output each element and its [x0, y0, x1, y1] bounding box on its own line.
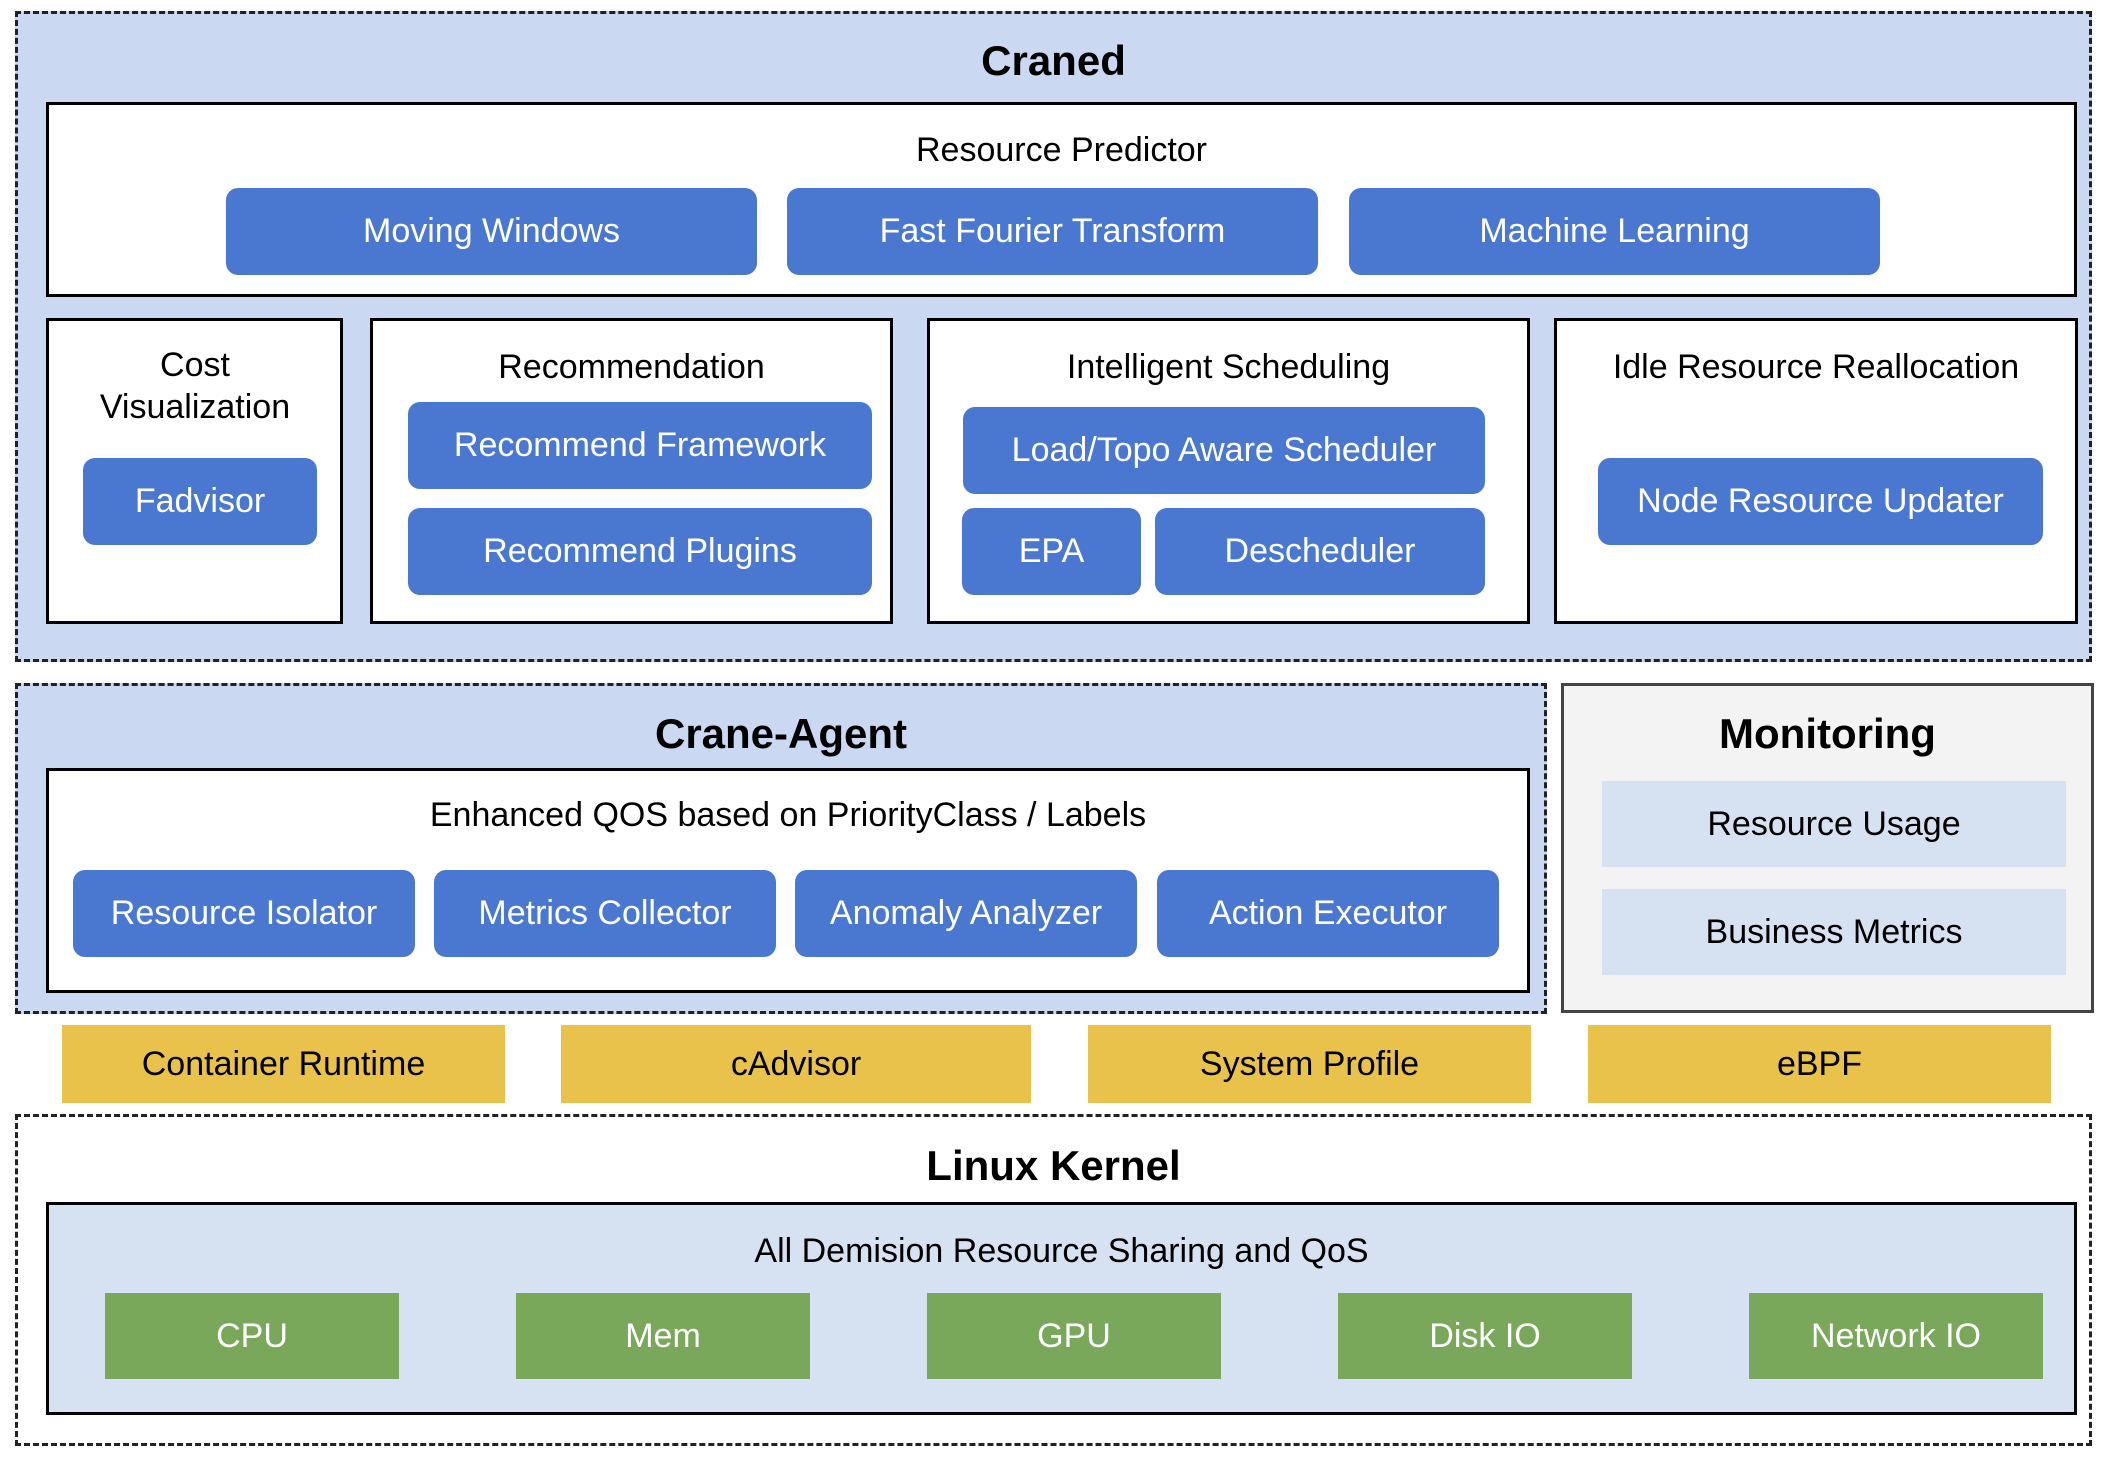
fadvisor-box: Fadvisor	[83, 458, 317, 545]
linux-kernel-title: Linux Kernel	[926, 1142, 1181, 1189]
resource-isolator-box: Resource Isolator	[73, 870, 415, 957]
container-runtime-box: Container Runtime	[62, 1025, 505, 1103]
resource-predictor-title: Resource Predictor	[915, 130, 1207, 169]
descheduler-box: Descheduler	[1155, 508, 1485, 595]
ebpf-box: eBPF	[1588, 1025, 2051, 1103]
business-metrics-box: Business Metrics	[1602, 889, 2066, 975]
system-profile-box: System Profile	[1088, 1025, 1531, 1103]
moving-windows-box: Moving Windows	[226, 188, 757, 275]
anomaly-analyzer-box: Anomaly Analyzer	[795, 870, 1137, 957]
intelligent-scheduling-title: Intelligent Scheduling	[1066, 347, 1391, 386]
crane-agent-title: Crane-Agent	[654, 710, 908, 757]
recommend-plugins-box: Recommend Plugins	[408, 508, 872, 595]
network-io-box: Network IO	[1749, 1293, 2043, 1379]
cadvisor-box: cAdvisor	[561, 1025, 1031, 1103]
gpu-box: GPU	[927, 1293, 1221, 1379]
resource-usage-box: Resource Usage	[1602, 781, 2066, 867]
metrics-collector-box: Metrics Collector	[434, 870, 776, 957]
craned-title: Craned	[981, 37, 1126, 84]
machine-learning-box: Machine Learning	[1349, 188, 1880, 275]
monitoring-title: Monitoring	[1719, 710, 1936, 757]
cost-visualization-title: Cost Visualization	[99, 345, 291, 427]
fast-fourier-transform-box: Fast Fourier Transform	[787, 188, 1318, 275]
enhanced-qos-title: Enhanced QOS based on PriorityClass / La…	[429, 795, 1147, 834]
recommendation-title: Recommendation	[498, 347, 765, 386]
load-topo-aware-scheduler-box: Load/Topo Aware Scheduler	[963, 407, 1485, 494]
node-resource-updater-box: Node Resource Updater	[1598, 458, 2043, 545]
action-executor-box: Action Executor	[1157, 870, 1499, 957]
disk-io-box: Disk IO	[1338, 1293, 1632, 1379]
epa-box: EPA	[962, 508, 1141, 595]
idle-resource-reallocation-title: Idle Resource Reallocation	[1612, 347, 2020, 386]
cpu-box: CPU	[105, 1293, 399, 1379]
mem-box: Mem	[516, 1293, 810, 1379]
recommend-framework-box: Recommend Framework	[408, 402, 872, 489]
resource-sharing-title: All Demision Resource Sharing and QoS	[754, 1231, 1369, 1270]
